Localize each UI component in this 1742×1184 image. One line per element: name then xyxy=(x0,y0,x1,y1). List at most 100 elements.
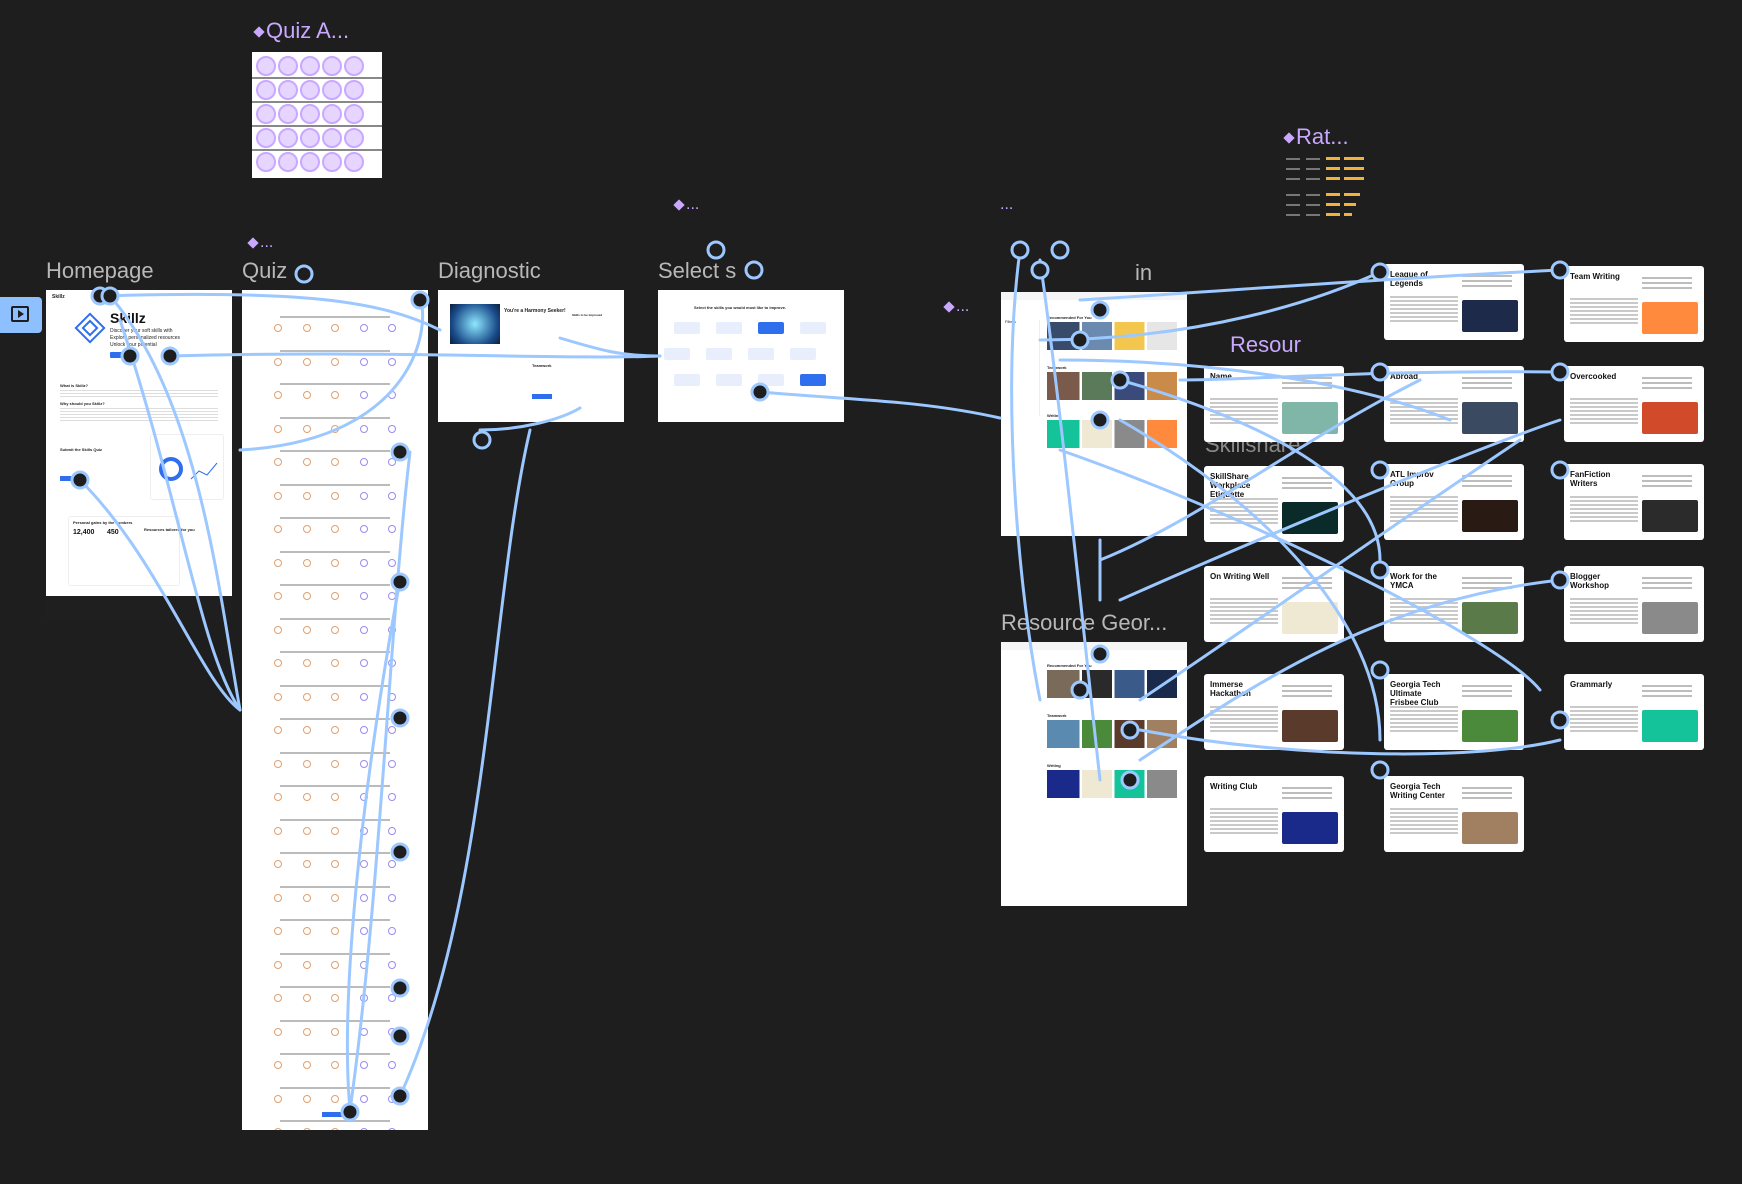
resource-card[interactable]: SkillShare - Workplace Etiquette xyxy=(1204,466,1344,542)
quiz-option-radio[interactable] xyxy=(274,826,282,835)
quiz-question-row[interactable] xyxy=(252,517,418,533)
quiz-option-radio[interactable] xyxy=(359,692,368,701)
quiz-question-row[interactable] xyxy=(252,952,418,969)
resource-card[interactable]: Name xyxy=(1204,366,1344,442)
frame-label-select[interactable]: Select s xyxy=(658,258,737,283)
quiz-option-radio[interactable] xyxy=(302,659,311,667)
quiz-option-radio[interactable] xyxy=(274,525,282,533)
quiz-option-radio[interactable] xyxy=(302,391,311,399)
component-label-dots-2[interactable]: ... xyxy=(672,196,699,214)
quiz-question-row[interactable] xyxy=(252,450,418,466)
quiz-option-radio[interactable] xyxy=(302,1094,311,1103)
quiz-option-radio[interactable] xyxy=(388,391,396,399)
quiz-option-radio[interactable] xyxy=(359,625,368,634)
homepage-cta-button[interactable] xyxy=(60,476,72,481)
quiz-option-radio[interactable] xyxy=(388,692,396,701)
frame-label-resou[interactable]: Resour xyxy=(1230,332,1301,357)
quiz-frame[interactable] xyxy=(242,290,428,1130)
quiz-option-radio[interactable] xyxy=(331,893,339,902)
quiz-question-row[interactable] xyxy=(252,751,418,768)
resource-card[interactable]: Georgia Tech Writing Center xyxy=(1384,776,1524,852)
quiz-option-radio[interactable] xyxy=(359,860,368,868)
quiz-option-radio[interactable] xyxy=(331,793,339,801)
quiz-option-radio[interactable] xyxy=(331,960,339,969)
quiz-option-radio[interactable] xyxy=(331,424,339,433)
quiz-question-row[interactable] xyxy=(252,1053,418,1069)
quiz-option-radio[interactable] xyxy=(388,1061,396,1069)
quiz-option-radio[interactable] xyxy=(274,927,282,935)
quiz-option-radio[interactable] xyxy=(302,491,311,500)
frame-label-resource-geor[interactable]: Resource Geor... xyxy=(1001,610,1168,635)
quiz-option-radio[interactable] xyxy=(302,625,311,634)
quiz-option-radio[interactable] xyxy=(274,357,282,366)
quiz-option-radio[interactable] xyxy=(331,860,339,868)
component-label-quiz-a[interactable]: Quiz A... xyxy=(252,18,349,44)
skill-chip[interactable] xyxy=(664,348,690,360)
quiz-option-radio[interactable] xyxy=(302,793,311,801)
frame-label-quiz[interactable]: Quiz xyxy=(242,258,288,283)
quiz-option-radio[interactable] xyxy=(388,927,396,935)
quiz-option-radio[interactable] xyxy=(331,726,339,734)
quiz-option-radio[interactable] xyxy=(388,424,396,433)
resource-card[interactable]: Team Writing xyxy=(1564,266,1704,342)
quiz-question-row[interactable] xyxy=(252,818,418,835)
quiz-question-row[interactable] xyxy=(252,1120,418,1130)
quiz-option-radio[interactable] xyxy=(302,692,311,701)
quiz-option-radio[interactable] xyxy=(331,1128,339,1130)
skill-chip[interactable] xyxy=(790,348,816,360)
quiz-option-radio[interactable] xyxy=(388,994,396,1002)
quiz-option-radio[interactable] xyxy=(388,893,396,902)
quiz-option-radio[interactable] xyxy=(388,1094,396,1103)
quiz-option-radio[interactable] xyxy=(302,860,311,868)
skill-chip[interactable] xyxy=(706,348,732,360)
skill-chip[interactable] xyxy=(674,322,700,334)
skill-chip[interactable] xyxy=(716,374,742,386)
quiz-option-radio[interactable] xyxy=(302,759,311,768)
skill-chip[interactable] xyxy=(800,374,826,386)
quiz-question-row[interactable] xyxy=(252,383,418,399)
quiz-option-radio[interactable] xyxy=(359,960,368,969)
resource-card[interactable]: Work for the YMCA xyxy=(1384,566,1524,642)
quiz-option-radio[interactable] xyxy=(331,592,339,600)
quiz-option-radio[interactable] xyxy=(359,994,368,1002)
skill-chip[interactable] xyxy=(716,322,742,334)
quiz-option-radio[interactable] xyxy=(302,592,311,600)
quiz-option-radio[interactable] xyxy=(331,1027,339,1036)
quiz-option-radio[interactable] xyxy=(388,726,396,734)
quiz-option-radio[interactable] xyxy=(331,659,339,667)
quiz-question-row[interactable] xyxy=(252,919,418,935)
quiz-question-row[interactable] xyxy=(252,349,418,366)
quiz-option-radio[interactable] xyxy=(302,960,311,969)
quiz-option-radio[interactable] xyxy=(274,592,282,600)
quiz-option-radio[interactable] xyxy=(359,1061,368,1069)
quiz-option-radio[interactable] xyxy=(388,659,396,667)
georgia-teamwork-row[interactable] xyxy=(1047,720,1177,748)
quiz-option-radio[interactable] xyxy=(359,759,368,768)
component-label-rat[interactable]: Rat... xyxy=(1282,124,1349,150)
quiz-question-row[interactable] xyxy=(252,684,418,701)
present-prototype-button[interactable] xyxy=(0,297,42,333)
quiz-option-radio[interactable] xyxy=(388,458,396,466)
diagnostic-frame[interactable]: You're a Harmony Seeker! Skills to be im… xyxy=(438,290,624,422)
quiz-option-radio[interactable] xyxy=(302,558,311,567)
quiz-option-radio[interactable] xyxy=(302,726,311,734)
quiz-question-row[interactable] xyxy=(252,718,418,734)
quiz-question-row[interactable] xyxy=(252,316,418,332)
quiz-option-radio[interactable] xyxy=(359,424,368,433)
quiz-option-radio[interactable] xyxy=(274,491,282,500)
quiz-option-radio[interactable] xyxy=(302,1061,311,1069)
quiz-question-row[interactable] xyxy=(252,550,418,567)
resource-card[interactable]: Immerse Hackathon xyxy=(1204,674,1344,750)
quiz-option-radio[interactable] xyxy=(359,726,368,734)
resource-card[interactable]: Georgia Tech Ultimate Frisbee Club xyxy=(1384,674,1524,750)
quiz-option-radio[interactable] xyxy=(302,994,311,1002)
quiz-option-radio[interactable] xyxy=(359,1027,368,1036)
quiz-option-radio[interactable] xyxy=(388,525,396,533)
quiz-option-radio[interactable] xyxy=(388,826,396,835)
quiz-option-radio[interactable] xyxy=(302,1128,311,1130)
quiz-option-radio[interactable] xyxy=(331,558,339,567)
resource-card[interactable]: League of Legends xyxy=(1384,264,1524,340)
results-teamwork-row[interactable] xyxy=(1047,372,1177,400)
resource-card[interactable]: Overcooked xyxy=(1564,366,1704,442)
quiz-question-row[interactable] xyxy=(252,1019,418,1036)
